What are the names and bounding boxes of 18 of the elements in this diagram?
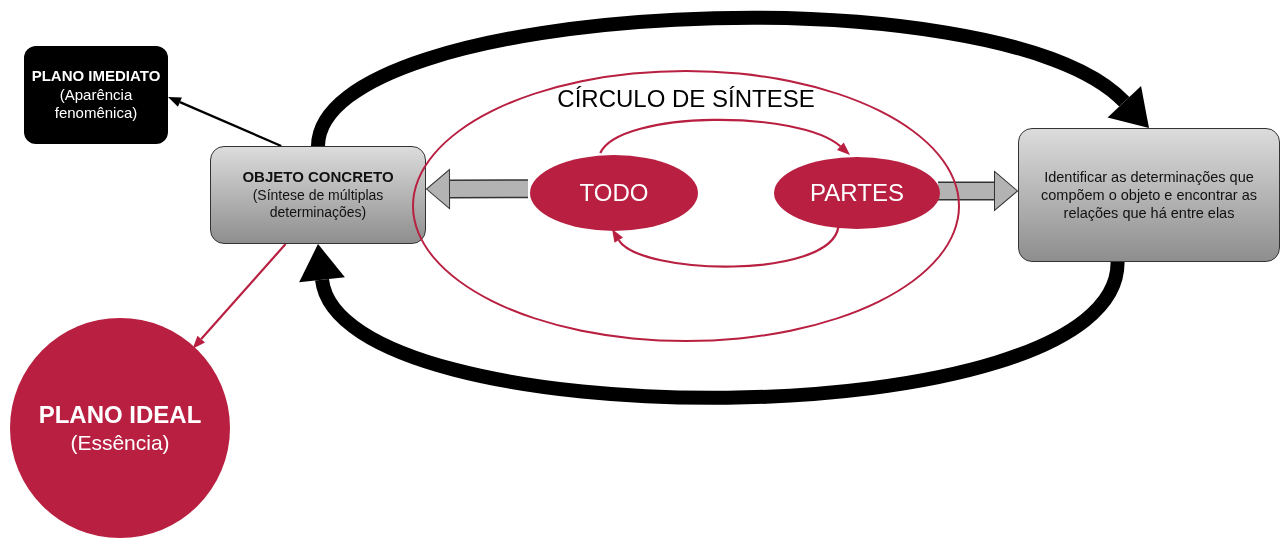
- process-box: [1018, 128, 1280, 262]
- arrow: [192, 243, 287, 349]
- node-label: Identificar as determinações que compõem o objeto e encontrar as relações que há entre elas: [1040, 167, 1258, 223]
- process-box: [210, 146, 426, 244]
- node-label: TODO: [579, 178, 649, 208]
- node-label: PLANO IMEDIATO: [31, 66, 161, 86]
- node-subtext: (Essência): [70, 429, 170, 456]
- arrow: [599, 118, 852, 154]
- node-label: CÍRCULO DE SÍNTESE: [557, 84, 815, 114]
- node-label: OBJETO CONCRETO: [242, 168, 394, 187]
- cycle-ellipse: [412, 70, 960, 342]
- node-label: PLANO IDEAL: [38, 399, 202, 430]
- arrow: [609, 226, 840, 268]
- node-subtext: (Síntese de múltiplas determinações): [251, 186, 385, 222]
- arrow: [168, 96, 282, 147]
- node-label: PARTES: [810, 178, 904, 208]
- label-box: [24, 46, 168, 144]
- node-subtext: (Aparência fenomênica): [53, 85, 139, 124]
